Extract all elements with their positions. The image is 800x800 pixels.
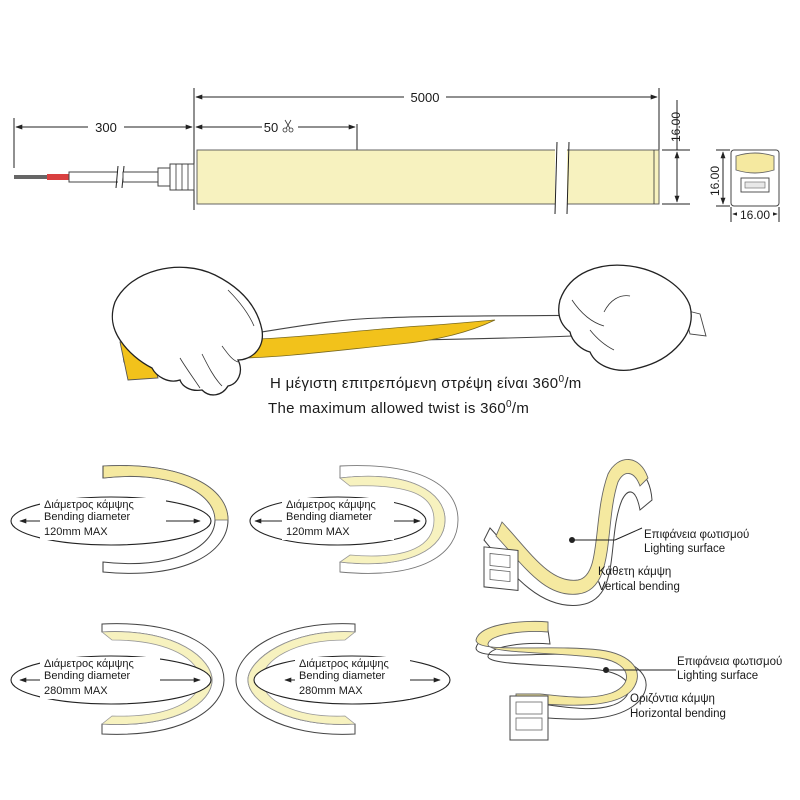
length-dimension-drawing: 5000 300 50 — [13, 88, 690, 215]
vertical-bend-greek: Κάθετη κάμψη — [598, 566, 671, 578]
bend-panel-4: Διάμετρος κάμψης Bending diameter 280mm … — [235, 623, 451, 735]
vertical-surface-greek: Επιφάνεια φωτισμού — [644, 529, 749, 541]
horizontal-bend-greek: Οριζόντια κάμψη — [630, 693, 715, 705]
profile-height-label: 16.00 — [708, 166, 722, 196]
cut-unit-label: 50 — [264, 120, 278, 135]
profile-lit-face — [735, 152, 775, 174]
red-wire — [47, 174, 69, 180]
wire-end — [14, 175, 50, 179]
bend-2-english: Bending diameter — [286, 511, 373, 523]
led-strip-body — [196, 149, 660, 205]
horizontal-surface-greek: Επιφάνεια φωτισμού — [677, 656, 782, 668]
bend-3-greek: Διάμετρος κάμψης — [44, 658, 134, 670]
vertical-bend-english: Vertical bending — [598, 581, 680, 593]
horizontal-bend-english: Horizontal bending — [630, 708, 726, 720]
left-hand — [111, 266, 263, 396]
bend-panel-3: Διάμετρος κάμψης Bending diameter 280mm … — [10, 623, 225, 735]
vertical-lit-face — [495, 459, 649, 595]
twisted-strip-lit-face — [235, 319, 496, 359]
bend-1-value: 120mm MAX — [44, 526, 108, 538]
vertical-surface-english: Lighting surface — [644, 543, 725, 555]
bend-1-greek: Διάμετρος κάμψης — [44, 499, 134, 511]
cable-segment — [68, 171, 120, 183]
vertical-bending-illustration — [483, 459, 653, 606]
bend-2-value: 120mm MAX — [286, 526, 350, 538]
bend-3-english: Bending diameter — [44, 670, 131, 682]
twist-english: The maximum allowed twist is 3600/m — [268, 399, 529, 417]
bend-4-greek: Διάμετρος κάμψης — [299, 658, 389, 670]
bend-1-english: Bending diameter — [44, 511, 131, 523]
profile-cross-section: 16.00 16.00 — [708, 149, 780, 222]
cable-boot — [157, 167, 171, 187]
twist-illustration — [111, 264, 707, 396]
bend-panel-1: Διάμετρος κάμψης Bending diameter 120mm … — [10, 465, 229, 574]
profile-width-label: 16.00 — [740, 208, 770, 222]
height-label: 16.00 — [669, 112, 683, 142]
horizontal-bending-illustration — [475, 620, 676, 741]
lead-length-label: 300 — [95, 120, 117, 135]
right-hand — [558, 264, 692, 372]
total-length-label: 5000 — [411, 90, 440, 105]
bend-4-english: Bending diameter — [299, 670, 386, 682]
horizontal-lit-face — [475, 620, 638, 706]
horizontal-surface-english: Lighting surface — [677, 670, 758, 682]
bend-2-greek: Διάμετρος κάμψης — [286, 499, 376, 511]
bend-4-value: 280mm MAX — [299, 685, 363, 697]
scissors-icon — [282, 119, 294, 133]
bend-panel-2: Διάμετρος κάμψης Bending diameter 120mm … — [249, 465, 459, 574]
twist-greek: Η μέγιστη επιτρεπόμενη στρέψη είναι 3600… — [270, 374, 582, 392]
bend-3-value: 280mm MAX — [44, 685, 108, 697]
